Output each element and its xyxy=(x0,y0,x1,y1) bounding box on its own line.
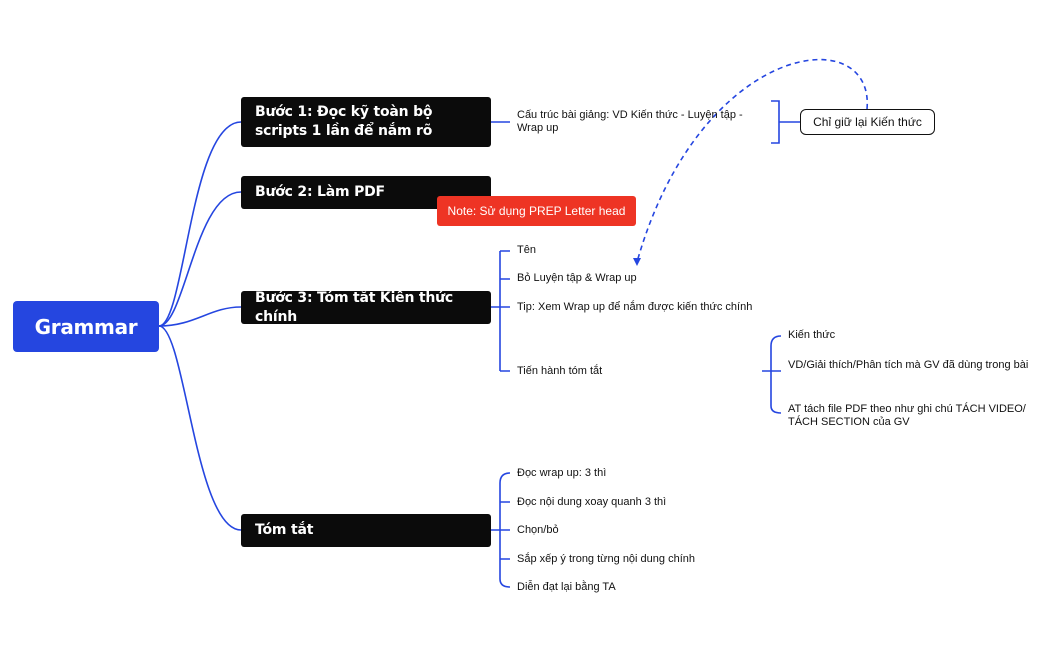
bracket-step1 xyxy=(771,100,800,144)
summary-leaf-5[interactable]: Diễn đạt lại bằng TA xyxy=(517,581,616,593)
step3-leaf-tip[interactable]: Tip: Xem Wrap up để nắm được kiến thức c… xyxy=(517,301,753,313)
link-root-step3 xyxy=(158,306,242,327)
link-root-step1 xyxy=(158,121,242,327)
trunk-tienhanh xyxy=(762,335,782,414)
arrow-head-icon xyxy=(633,258,641,266)
trunk-summary xyxy=(491,472,511,588)
step3-leaf-bo[interactable]: Bỏ Luyện tập & Wrap up xyxy=(517,272,637,284)
trunk-step3 xyxy=(491,250,510,372)
link-root-step2 xyxy=(158,191,242,327)
sub-leaf-vd[interactable]: VD/Giải thích/Phân tích mà GV đã dùng tr… xyxy=(788,359,1029,371)
step1-child-leaf[interactable]: Cấu trúc bài giảng: VD Kiến thức - Luyện… xyxy=(517,109,743,134)
link-root-summary xyxy=(158,325,242,531)
sub-leaf-kienthuc[interactable]: Kiến thức xyxy=(788,329,836,341)
summary-leaf-1[interactable]: Đọc wrap up: 3 thì xyxy=(517,467,607,479)
step3-leaf-ten[interactable]: Tên xyxy=(517,244,536,256)
note-label[interactable]: Note: Sử dụng PREP Letter head xyxy=(437,196,636,226)
branch-step1[interactable]: Bước 1: Đọc kỹ toàn bộ scripts 1 lần để … xyxy=(241,97,491,147)
sub-leaf-at[interactable]: AT tách file PDF theo như ghi chú TÁCH V… xyxy=(788,403,1026,428)
branch-step3[interactable]: Bước 3: Tóm tắt Kiến thức chính xyxy=(241,290,491,325)
root-node[interactable]: Grammar xyxy=(13,301,159,352)
callout-node[interactable]: Chỉ giữ lại Kiến thức xyxy=(800,109,935,135)
dashed-arrow xyxy=(636,58,868,263)
branch-summary[interactable]: Tóm tắt xyxy=(241,514,491,547)
summary-leaf-2[interactable]: Đọc nội dung xoay quanh 3 thì xyxy=(517,496,667,508)
summary-leaf-4[interactable]: Sắp xếp ý trong từng nội dung chính xyxy=(517,553,695,565)
summary-leaf-3[interactable]: Chọn/bỏ xyxy=(517,524,559,536)
branch-step2[interactable]: Bước 2: Làm PDF xyxy=(241,176,491,209)
step3-leaf-tienhanh[interactable]: Tiến hành tóm tắt xyxy=(517,365,603,377)
